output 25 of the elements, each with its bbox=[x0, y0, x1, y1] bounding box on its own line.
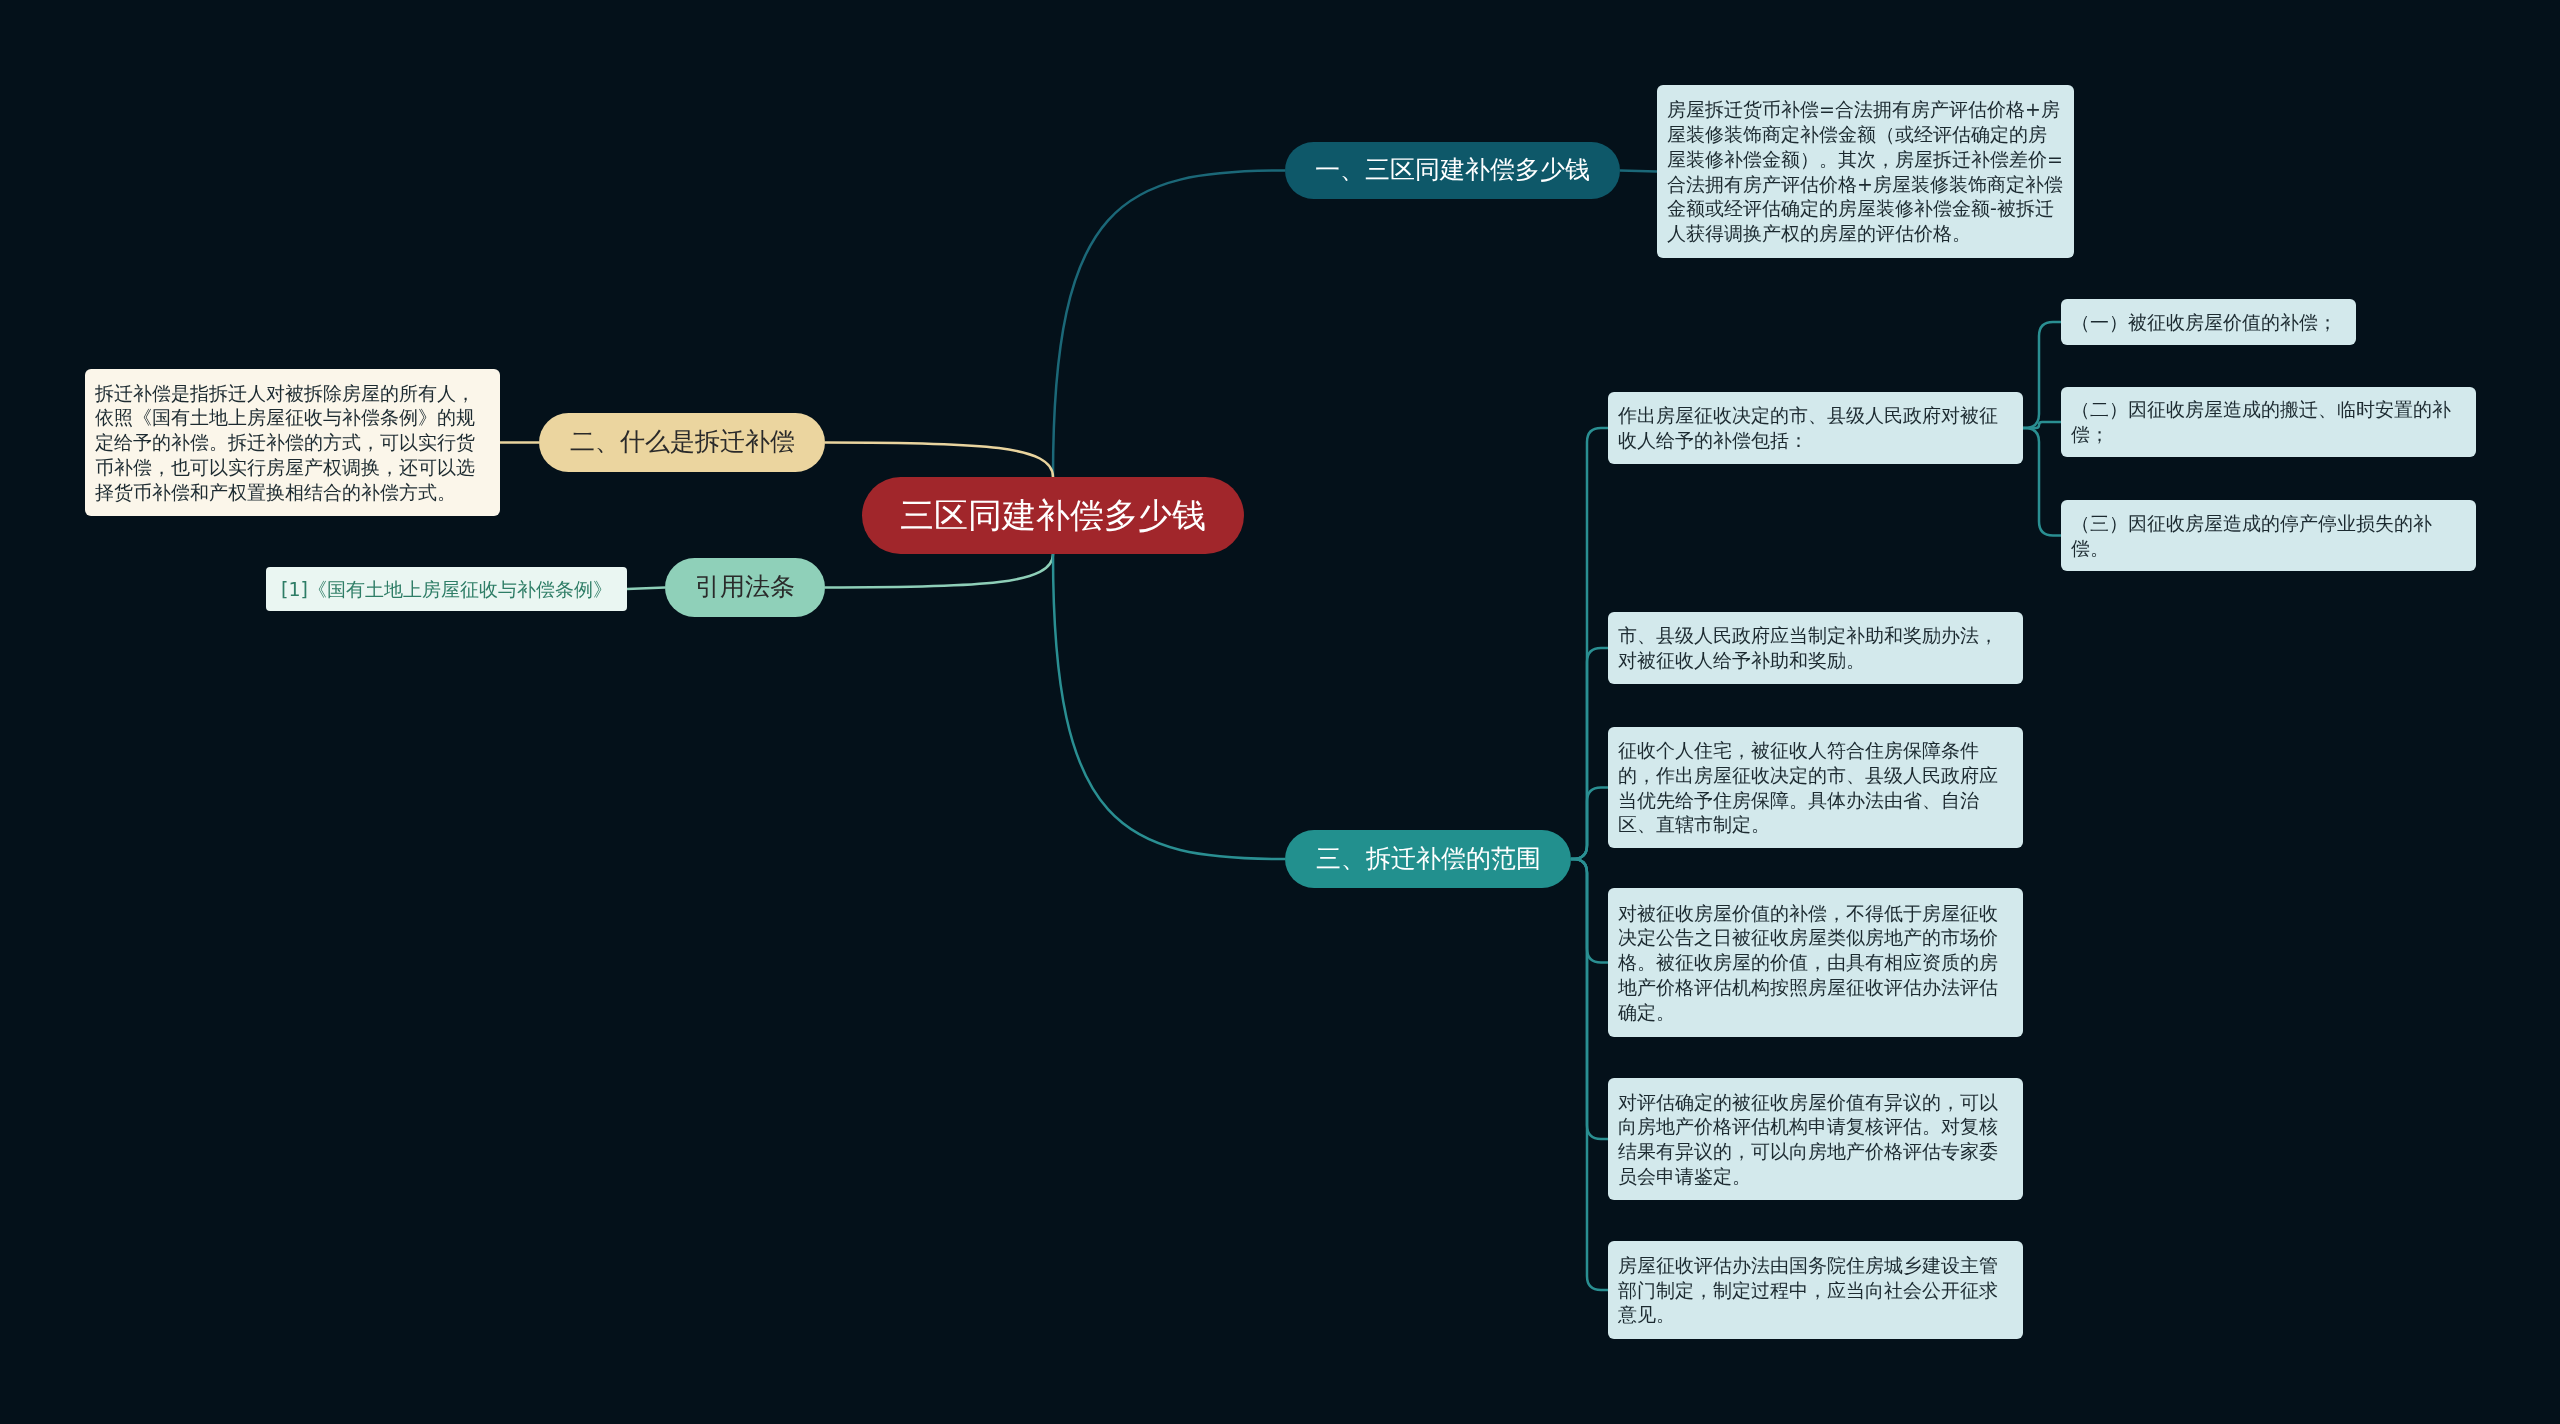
connector-line bbox=[825, 553, 1055, 589]
branch-topic: 一、三区同建补偿多少钱 bbox=[1285, 142, 1620, 199]
text-card: 市、县级人民政府应当制定补助和奖励办法，对被征收人给予补助和奖励。 bbox=[1608, 612, 2023, 684]
root-topic: 三区同建补偿多少钱 bbox=[862, 477, 1244, 554]
connector-line bbox=[2023, 426, 2061, 537]
text-card: 拆迁补偿是指拆迁人对被拆除房屋的所有人，依照《国有土地上房屋征收与补偿条例》的规定给予的补偿。拆迁补偿的方式，可以实行货币补偿，也可以实行房屋产权调换，还可以选择货币补偿和产权置换相结合的补偿方式。 bbox=[85, 369, 500, 516]
text-card: 房屋拆迁货币补偿=合法拥有房产评估价格+房屋装修装饰商定补偿金额（或经评估确定的房屋装修补偿金额）。其次，房屋拆迁补偿差价=合法拥有房产评估价格+房屋装修装饰商定补偿金额或经评估确定的房屋装修补偿金额-被拆迁人获得调换产权的房屋的评估价格。 bbox=[1657, 85, 2074, 258]
branch-topic: 三、拆迁补偿的范围 bbox=[1285, 830, 1571, 888]
connector-line bbox=[626, 586, 666, 591]
branch-topic: 引用法条 bbox=[665, 558, 825, 617]
text-card: 征收个人住宅，被征收人符合住房保障条件的，作出房屋征收决定的市、县级人民政府应当优先给予住房保障。具体办法由省、自治区、直辖市制定。 bbox=[1608, 727, 2023, 848]
text-card: 对被征收房屋价值的补偿，不得低于房屋征收决定公告之日被征收房屋类似房地产的市场价格。被征收房屋的价值，由具有相应资质的房地产价格评估机构按照房屋征收评估办法评估确定。 bbox=[1608, 888, 2023, 1037]
connector-line bbox=[500, 441, 539, 444]
text-card: （一）被征收房屋价值的补偿； bbox=[2061, 299, 2356, 345]
text-card: （二）因征收房屋造成的搬迁、临时安置的补偿； bbox=[2061, 387, 2476, 457]
text-card: 对评估确定的被征收房屋价值有异议的，可以向房地产价格评估机构申请复核评估。对复核结果有异议的，可以向房地产价格评估专家委员会申请鉴定。 bbox=[1608, 1078, 2023, 1200]
branch-topic: 二、什么是拆迁补偿 bbox=[539, 413, 825, 472]
text-card: 作出房屋征收决定的市、县级人民政府对被征收人给予的补偿包括： bbox=[1608, 392, 2023, 464]
connector-line bbox=[1619, 169, 1658, 173]
text-card: （三）因征收房屋造成的停产停业损失的补偿。 bbox=[2061, 500, 2476, 571]
connector-line bbox=[825, 441, 1055, 478]
connector-line bbox=[1570, 857, 1608, 1292]
connector-line bbox=[1051, 553, 1286, 861]
text-card: 房屋征收评估办法由国务院住房城乡建设主管部门制定，制定过程中，应当向社会公开征求意见。 bbox=[1608, 1241, 2023, 1339]
citation-card: [1]《国有土地上房屋征收与补偿条例》 bbox=[266, 567, 627, 611]
